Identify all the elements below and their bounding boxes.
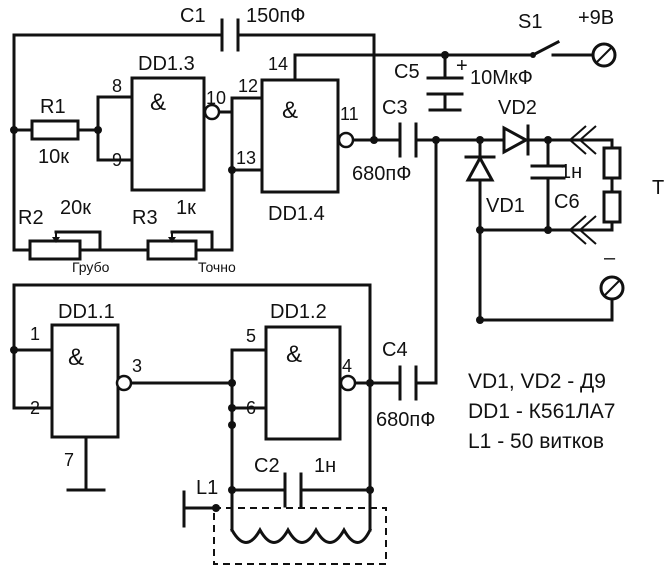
capacitor-c6: 1н C6 — [530, 161, 582, 213]
c4-value: 680пФ — [376, 409, 435, 431]
dd13-symbol: & — [150, 89, 166, 116]
capacitor-c2: C2 1н — [254, 455, 336, 508]
dd12-pin-4: 4 — [342, 356, 352, 376]
note-ic: DD1 - К561ЛА7 — [468, 400, 615, 423]
dd14-pin-13: 13 — [236, 148, 256, 168]
dd12-pin-6: 6 — [246, 398, 256, 418]
headphones-t: T — [568, 125, 664, 245]
note-diodes: VD1, VD2 - Д9 — [468, 370, 606, 393]
capacitor-c3: C3 680пФ — [352, 97, 418, 185]
capacitor-c4: C4 680пФ — [376, 339, 435, 431]
dd12-symbol: & — [286, 341, 302, 368]
dd11-symbol: & — [68, 344, 84, 371]
c5-value: 10МкФ — [470, 67, 533, 89]
terminal-minus: – — [599, 247, 625, 301]
r1-ref: R1 — [40, 96, 66, 118]
note-coil: L1 - 50 витков — [468, 430, 604, 453]
c6-value: 1н — [560, 161, 582, 183]
dd13-pin-10: 10 — [206, 88, 226, 108]
c1-ref: C1 — [180, 5, 206, 27]
gate-dd1-2: & DD1.2 5 6 4 — [246, 301, 357, 441]
vd1-ref: VD1 — [486, 195, 525, 217]
t-ref: T — [652, 177, 664, 199]
potentiometer-r3: R3 1к Точно — [132, 197, 236, 275]
dd11-pin-2: 2 — [30, 398, 40, 418]
gate-dd1-4: & DD1.4 12 13 14 11 — [236, 54, 359, 225]
dd11-pin-3: 3 — [132, 356, 142, 376]
r3-caption: Точно — [198, 259, 236, 275]
c2-ref: C2 — [254, 455, 280, 477]
capacitor-c5: C5 + 10МкФ — [394, 55, 533, 112]
r3-ref: R3 — [132, 207, 158, 229]
l1-ref: L1 — [196, 477, 218, 499]
potentiometer-r2: R2 20к Грубо — [18, 197, 110, 275]
c3-value: 680пФ — [352, 163, 411, 185]
r3-value: 1к — [176, 197, 196, 219]
c3-ref: C3 — [382, 97, 408, 119]
r1-value: 10к — [38, 146, 69, 168]
c4-ref: C4 — [382, 339, 408, 361]
supply-label: +9В — [578, 7, 614, 29]
minus-label: – — [604, 247, 616, 269]
dd14-pin-14: 14 — [268, 54, 288, 74]
vd2-ref: VD2 — [498, 97, 537, 119]
dd13-ref: DD1.3 — [138, 53, 195, 75]
switch-s1: S1 — [518, 11, 561, 58]
resistor-r1: R1 10к — [30, 96, 80, 168]
dd11-ref: DD1.1 — [58, 301, 115, 323]
terminal-plus-9v: +9В — [578, 7, 617, 68]
dd14-ref: DD1.4 — [268, 203, 325, 225]
diode-vd1: VD1 — [464, 154, 525, 217]
capacitor-c1: C1 150пФ — [180, 5, 305, 52]
dd11-pin-7: 7 — [64, 450, 74, 470]
inductor-l1: L1 — [196, 477, 387, 565]
dd14-pin-12: 12 — [238, 76, 258, 96]
c6-ref: C6 — [554, 191, 580, 213]
s1-ref: S1 — [518, 11, 542, 33]
dd14-pin-11: 11 — [340, 104, 359, 124]
junction-dots — [10, 51, 552, 512]
c2-value: 1н — [314, 455, 336, 477]
gate-dd1-3: & DD1.3 8 9 10 — [112, 53, 226, 192]
c1-value: 150пФ — [246, 5, 305, 27]
gate-dd1-1: & DD1.1 1 2 3 7 — [30, 301, 142, 470]
dd13-pin-9: 9 — [112, 150, 122, 170]
r2-value: 20к — [60, 197, 91, 219]
component-notes: VD1, VD2 - Д9 DD1 - К561ЛА7 L1 - 50 витк… — [468, 370, 615, 453]
r2-caption: Грубо — [72, 259, 110, 275]
dd12-ref: DD1.2 — [270, 301, 327, 323]
c5-ref: C5 — [394, 61, 420, 83]
diode-vd2: VD2 — [498, 97, 537, 156]
dd14-symbol: & — [282, 97, 298, 124]
c5-polarity: + — [456, 55, 468, 77]
r2-ref: R2 — [18, 207, 44, 229]
dd13-pin-8: 8 — [112, 76, 122, 96]
dd12-pin-5: 5 — [246, 326, 256, 346]
dd11-pin-1: 1 — [30, 324, 40, 344]
